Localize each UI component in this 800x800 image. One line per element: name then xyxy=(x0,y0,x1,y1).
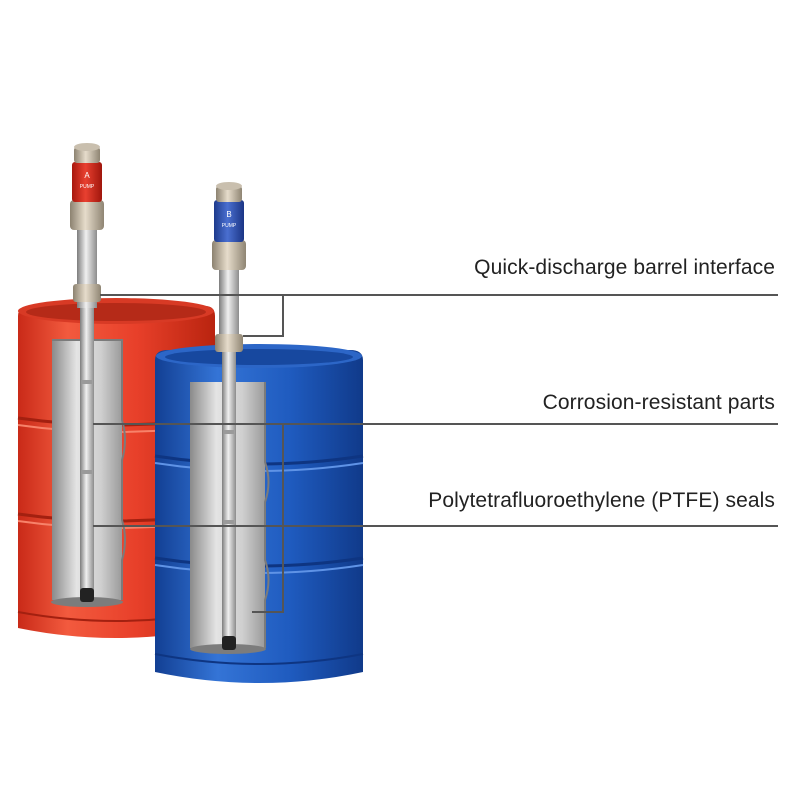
leader-line-1 xyxy=(100,294,284,337)
callout-corrosion-resistant-parts: Corrosion-resistant parts xyxy=(542,391,775,414)
leader-lines xyxy=(93,294,778,613)
pump-a-word: PUMP xyxy=(80,184,95,190)
blue-barrel xyxy=(154,344,364,683)
blue-pump-b: B PUMP xyxy=(212,182,246,650)
callout-ptfe-seals: Polytetrafluoroethylene (PTFE) seals xyxy=(428,489,775,512)
leader-line-2 xyxy=(93,423,284,613)
pump-a-letter: A xyxy=(84,171,90,180)
pump-b-word: PUMP xyxy=(222,223,237,229)
callout-quick-discharge-interface: Quick-discharge barrel interface xyxy=(474,256,775,279)
red-pump-a: A PUMP xyxy=(70,143,104,602)
pump-b-letter: B xyxy=(226,210,231,219)
